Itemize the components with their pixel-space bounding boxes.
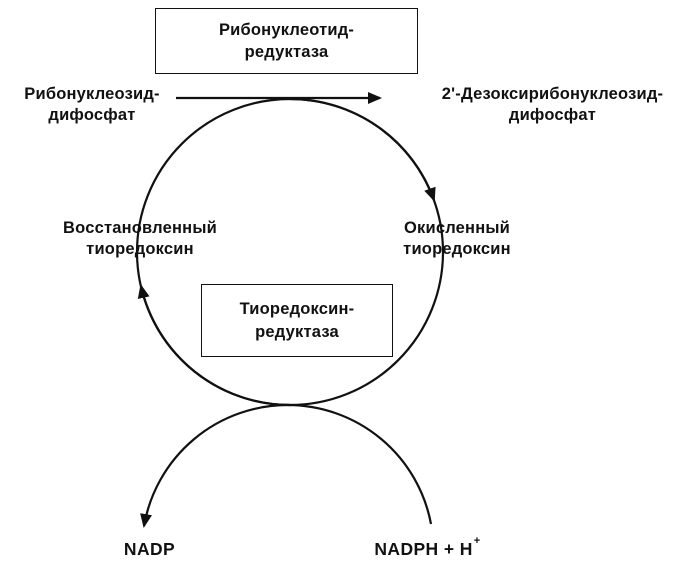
nadph-arc (287, 403, 433, 525)
nadph-text: NADPH + H (374, 539, 473, 559)
ribonucleoside-diphosphate-label: Рибонуклеозид- дифосфат (0, 84, 184, 125)
oxidized-thioredoxin-label: Окисленный тиоредоксин (362, 218, 552, 259)
ribonucleotide-reductase-box: Рибонуклеотид- редуктаза (155, 8, 418, 74)
ribonucleotide-reductase-line1: Рибонуклеотид- (218, 20, 355, 39)
deoxyribonucleoside-diphosphate-line2: дифосфат (508, 105, 597, 124)
nadp-arc-arrow (140, 403, 289, 528)
nadph-label: NADPH + H+ (337, 535, 517, 561)
ribonucleoside-diphosphate-line2: дифосфат (48, 105, 136, 124)
ribonucleotide-reductase-line2: редуктаза (244, 43, 329, 61)
cycle-arrow-left-up (137, 284, 291, 407)
deoxyribonucleoside-diphosphate-line1: 2'-Дезоксирибонуклеозид- (441, 85, 664, 103)
reduced-thioredoxin-line1: Восстановленный (63, 219, 217, 237)
oxidized-thioredoxin-line1: Окисленный (403, 219, 511, 237)
thioredoxin-reductase-line1: Тиоредоксин- (239, 300, 355, 319)
reduced-thioredoxin-line2: тиоредоксин (86, 239, 194, 258)
nadph-superscript: + (473, 535, 481, 548)
deoxyribonucleoside-diphosphate-label: 2'-Дезоксирибонуклеозид- дифосфат (410, 84, 695, 125)
thioredoxin-reductase-line2: редуктаза (255, 322, 339, 341)
ribonucleoside-diphosphate-line1: Рибонуклеозид- (24, 85, 160, 103)
nadp-label: NADP (123, 539, 176, 559)
thioredoxin-reductase-box: Тиоредоксин- редуктаза (201, 284, 393, 357)
cycle-arrow-right-down (289, 97, 436, 202)
oxidized-thioredoxin-line2: тиоредоксин (403, 239, 511, 258)
reduced-thioredoxin-label: Восстановленный тиоредоксин (45, 218, 235, 259)
